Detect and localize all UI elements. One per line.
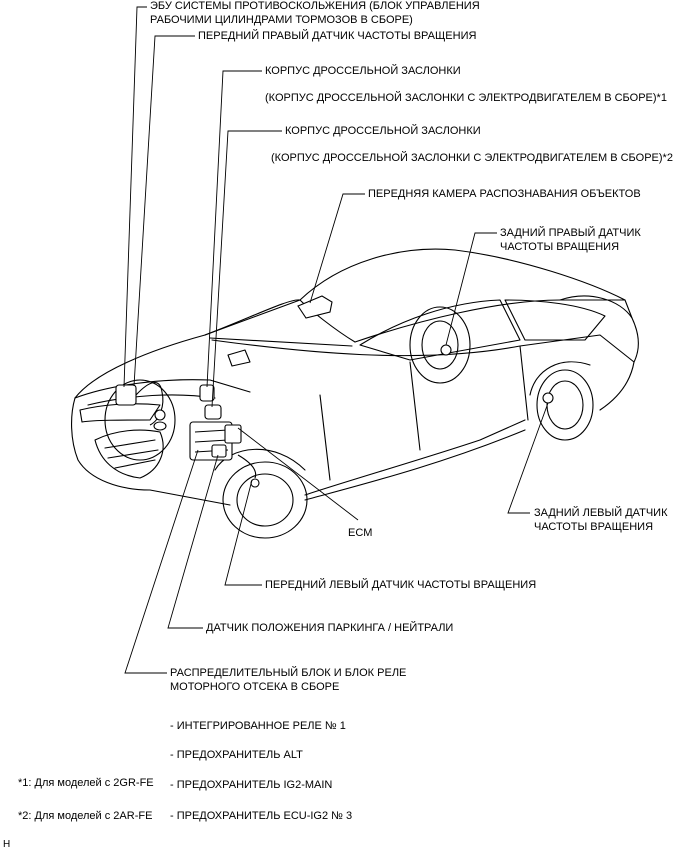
component-shapes	[115, 295, 554, 488]
label-throttle-body-1: КОРПУС ДРОССЕЛЬНОЙ ЗАСЛОНКИ	[265, 65, 461, 77]
front-camera-component	[297, 295, 333, 319]
leader-park-neutral	[167, 454, 219, 629]
leader-ecm	[237, 427, 359, 521]
label-front-camera: ПЕРЕДНЯЯ КАМЕРА РАСПОЗНАВАНИЯ ОБЪЕКТОВ	[368, 188, 641, 200]
rear-right-sensor-component	[440, 344, 452, 356]
relay-item-3: - ПРЕДОХРАНИТЕЛЬ IG2-MAIN	[170, 779, 333, 791]
relay-item-2: - ПРЕДОХРАНИТЕЛЬ ALT	[170, 749, 303, 761]
footnote-2: *2: Для моделей с 2AR-FE	[18, 810, 153, 822]
leader-rear-left-sensor	[507, 402, 549, 514]
label-abs-ecu: ЭБУ СИСТЕМЫ ПРОТИВОСКОЛЬЖЕНИЯ (БЛОК УПРА…	[150, 0, 480, 27]
front-right-sensor-component	[154, 409, 166, 421]
relay-item-1: - ИНТЕГРИРОВАННОЕ РЕЛЕ № 1	[170, 720, 346, 732]
label-rear-left-sensor-line2: ЧАСТОТЫ ВРАЩЕНИЯ	[534, 521, 654, 533]
leader-lines	[123, 6, 549, 674]
label-throttle-body-1-note: (КОРПУС ДРОССЕЛЬНОЙ ЗАСЛОНКИ С ЭЛЕКТРОДВ…	[265, 92, 667, 104]
label-rear-right-sensor-line2: ЧАСТОТЫ ВРАЩЕНИЯ	[500, 241, 620, 253]
ecm-component	[224, 424, 242, 444]
label-front-left-sensor: ПЕРЕДНИЙ ЛЕВЫЙ ДАТЧИК ЧАСТОТЫ ВРАЩЕНИЯ	[265, 579, 537, 591]
label-abs-ecu-line2: РАБОЧИМИ ЦИЛИНДРАМИ ТОРМОЗОВ В СБОРЕ)	[150, 14, 413, 26]
leader-front-left-sensor	[224, 479, 262, 586]
leader-relay-block	[124, 449, 199, 674]
label-rear-right-sensor: ЗАДНИЙ ПРАВЫЙ ДАТЧИК ЧАСТОТЫ ВРАЩЕНИЯ	[500, 226, 641, 254]
relay-item-4: - ПРЕДОХРАНИТЕЛЬ ECU-IG2 № 3	[170, 810, 353, 822]
rear-left-sensor-component	[542, 392, 554, 404]
leader-rear-right-sensor	[445, 232, 497, 346]
label-ecm: ECM	[348, 527, 373, 539]
leader-abs-ecu	[123, 6, 147, 388]
label-relay-block-line2: МОТОРНОГО ОТСЕКА В СБОРЕ	[170, 681, 340, 693]
label-abs-ecu-line1: ЭБУ СИСТЕМЫ ПРОТИВОСКОЛЬЖЕНИЯ (БЛОК УПРА…	[150, 0, 480, 12]
footnote-1: *1: Для моделей с 2GR-FE	[18, 777, 154, 789]
label-relay-block-line1: РАСПРЕДЕЛИТЕЛЬНЫЙ БЛОК И БЛОК РЕЛЕ	[170, 667, 407, 679]
label-rear-right-sensor-line1: ЗАДНИЙ ПРАВЫЙ ДАТЧИК	[500, 227, 641, 239]
leader-throttle-body-1	[206, 70, 262, 388]
throttle-body-1-component	[199, 384, 215, 402]
label-rear-left-sensor-line1: ЗАДНИЙ ЛЕВЫЙ ДАТЧИК	[534, 507, 668, 519]
park-neutral-component	[211, 444, 227, 458]
label-throttle-body-2-note: (КОРПУС ДРОССЕЛЬНОЙ ЗАСЛОНКИ С ЭЛЕКТРОДВ…	[271, 152, 673, 164]
abs-ecu-component	[115, 384, 137, 406]
leader-front-camera	[309, 193, 365, 304]
leader-throttle-body-2	[211, 130, 282, 408]
label-front-right-sensor: ПЕРЕДНИЙ ПРАВЫЙ ДАТЧИК ЧАСТОТЫ ВРАЩЕНИЯ	[198, 30, 477, 42]
throttle-body-2-component	[204, 404, 222, 420]
car-body-outline	[71, 248, 639, 539]
leader-front-right-sensor	[133, 35, 195, 387]
label-relay-block: РАСПРЕДЕЛИТЕЛЬНЫЙ БЛОК И БЛОК РЕЛЕ МОТОР…	[170, 666, 406, 694]
figure-code: H	[3, 839, 11, 850]
label-throttle-body-2: КОРПУС ДРОССЕЛЬНОЙ ЗАСЛОНКИ	[285, 125, 481, 137]
label-rear-left-sensor: ЗАДНИЙ ЛЕВЫЙ ДАТЧИК ЧАСТОТЫ ВРАЩЕНИЯ	[534, 506, 668, 534]
label-park-neutral-sensor: ДАТЧИК ПОЛОЖЕНИЯ ПАРКИНГА / НЕЙТРАЛИ	[206, 622, 454, 634]
